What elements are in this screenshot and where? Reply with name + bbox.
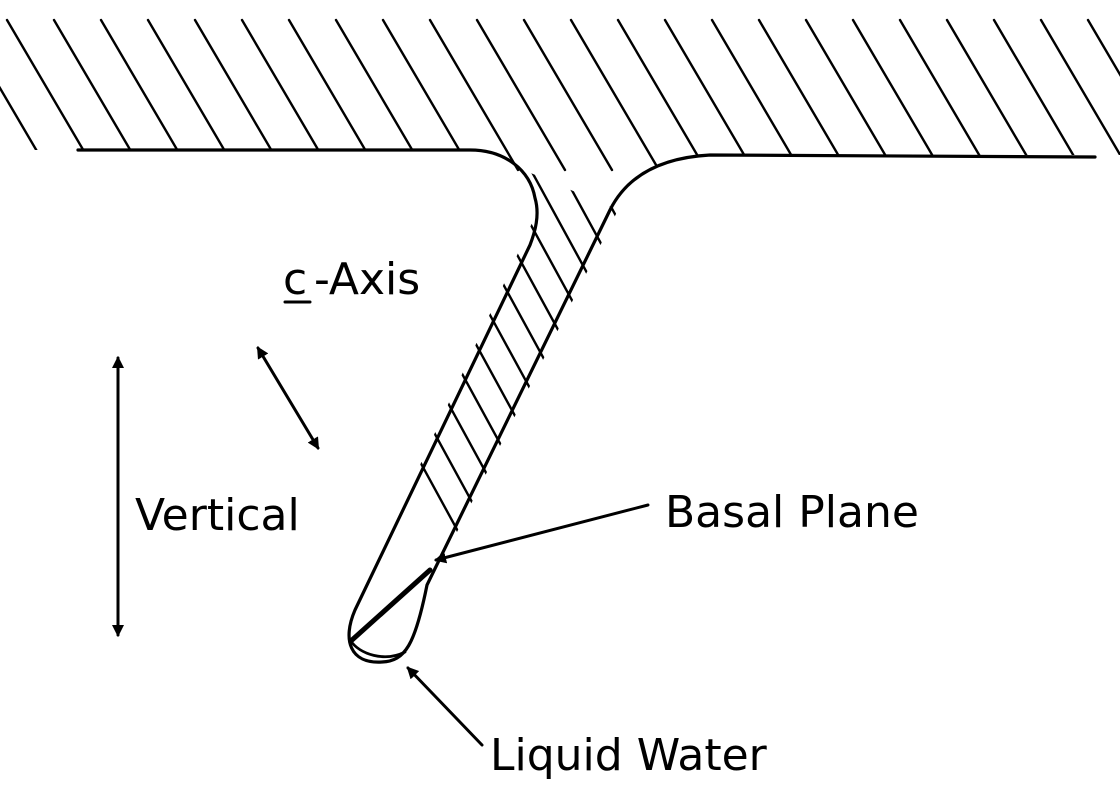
hatch-line [710, 18, 802, 172]
hatch-line [0, 18, 50, 172]
hatch-line [334, 18, 426, 172]
hatch-line [757, 18, 849, 172]
hatch-line [52, 18, 144, 172]
liquid-water-label: Liquid Water [490, 730, 768, 781]
liquid-water-lens [348, 638, 407, 659]
c-axis-suffix: -Axis [314, 254, 420, 305]
c-axis-arrow [256, 346, 320, 450]
hatch-line [193, 18, 285, 172]
hatch-line [616, 18, 708, 172]
hatch-line [240, 18, 332, 172]
crystal-hatch-line [700, 150, 1000, 700]
crystal-hatch-line [578, 160, 618, 663]
hatch-line [5, 18, 97, 172]
hatch-line [1039, 18, 1120, 172]
liquid-water-pointer [406, 666, 484, 747]
hatch-line [804, 18, 896, 172]
hatch-line [945, 18, 1037, 172]
crystal-hatch-line [518, 160, 618, 663]
basal-plane-pointer [434, 503, 650, 564]
basal-plane-label: Basal Plane [665, 487, 919, 538]
hatch-line [522, 18, 614, 172]
hatch-line [428, 18, 520, 172]
hatch-line [663, 18, 755, 172]
surface-outline [76, 148, 1097, 664]
c-axis-letter: c [283, 254, 307, 305]
crystal-hatch-line [670, 150, 970, 700]
hatch-line [992, 18, 1084, 172]
hatch-line [1086, 18, 1120, 172]
crystal-hatch-line [640, 150, 940, 700]
crystal-hatch-line [428, 160, 618, 663]
hatch-line [569, 18, 661, 172]
crystal-hatch-line [368, 160, 618, 663]
vertical-label: Vertical [135, 490, 300, 541]
crystal-hatch-line [488, 160, 618, 663]
hatch-line [898, 18, 990, 172]
hatch-line [287, 18, 379, 172]
crystal-hatch-line [608, 160, 618, 663]
basal-plane-line [349, 567, 433, 643]
hatch-line [475, 18, 567, 172]
crystal-hatch-line [548, 160, 618, 663]
hatch-line [146, 18, 238, 172]
upper-hatching [0, 18, 1120, 172]
hatch-line [381, 18, 473, 172]
crystal-hatching [347, 150, 1000, 700]
hatch-line [99, 18, 191, 172]
hatch-line [851, 18, 943, 172]
